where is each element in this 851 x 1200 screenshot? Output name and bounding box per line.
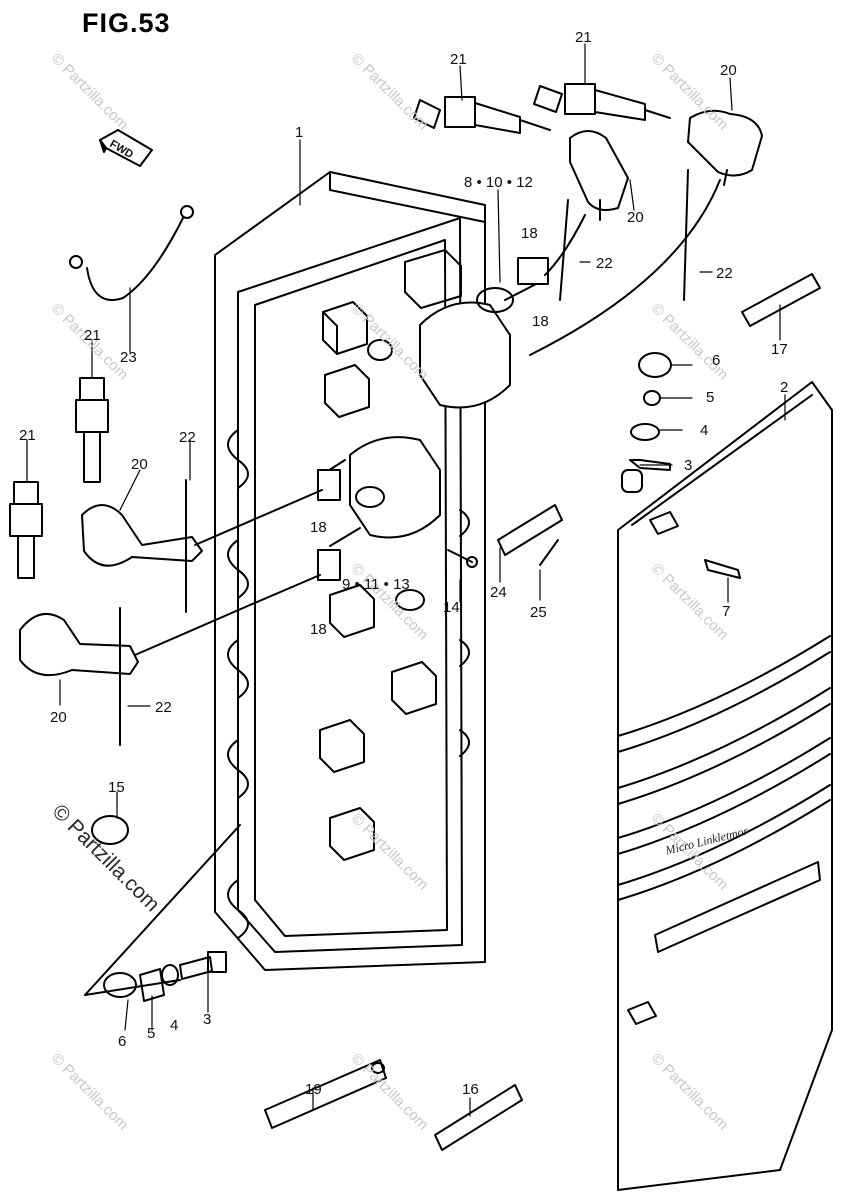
spring-16 [434,1084,523,1151]
part-callout: 25 [530,604,547,621]
part-callout: 18 [521,225,538,242]
part-callout: 5 [706,389,715,406]
part-callout: 21 [450,51,467,68]
part-callout: 7 [722,603,731,620]
part-callout: 22 [155,699,172,716]
part-callout: 6 [118,1033,127,1050]
part-callout: 20 [50,709,67,726]
part-callout: 18 [310,519,327,536]
band-19 [264,1059,387,1129]
spark-plug-cap-20a [569,130,629,221]
spark-plug-cap-20c [81,504,203,567]
spark-plug-21c [75,377,109,483]
part-callout: 18 [310,621,327,638]
part-callout: 4 [700,422,709,439]
part-callout: 22 [716,265,733,282]
part-callout: 21 [84,327,101,344]
part-callout: 3 [203,1011,212,1028]
part-callout: 22 [179,429,196,446]
part-callout: 20 [720,62,737,79]
part-callout: 8 • 10 • 12 [464,174,533,191]
part-callout: 6 [712,352,721,369]
part-callout: 22 [596,255,613,272]
part-callout: 20 [131,456,148,473]
spark-plug-21d [9,481,43,579]
mounting-plate [214,171,486,971]
part-callout: 23 [120,349,137,366]
spark-plug-21b [533,83,671,121]
part-callout: 1 [295,124,304,141]
part-callout: 9 • 11 • 13 [342,576,410,593]
part-callout: 21 [19,427,36,444]
spark-plug-21a [413,96,551,134]
screw-14 [447,549,478,568]
grommet-15 [91,815,129,845]
callout-leaders [26,43,786,1117]
part-callout: 16 [462,1081,479,1098]
part-callout: 15 [108,779,125,796]
cover-panel [617,381,833,1191]
ignition-coil-lower [317,436,441,581]
part-callout: 14 [443,599,460,616]
part-callout: 21 [575,29,592,46]
part-callout: 24 [490,584,507,601]
part-callout: 18 [532,313,549,330]
forward-arrow-icon [99,129,153,167]
part-callout: 20 [627,209,644,226]
ignition-coil-upper [419,257,549,409]
part-callout: 2 [780,379,789,396]
ground-wire [69,205,194,301]
spark-plug-cap-20b [687,109,763,186]
bracket-24 [497,504,563,566]
figure-title: FIG.53 [82,8,171,38]
cable-clamp-22 [119,169,689,746]
part-callout: 3 [684,457,693,474]
part-callout: 17 [771,341,788,358]
part-callout: 19 [305,1081,322,1098]
spark-plug-cap-20d [19,612,139,677]
spring-protector-17 [741,273,821,327]
part-callout: 5 [147,1025,156,1042]
hardware-stack-bottom [84,824,241,1002]
part-callout: 4 [170,1017,179,1034]
